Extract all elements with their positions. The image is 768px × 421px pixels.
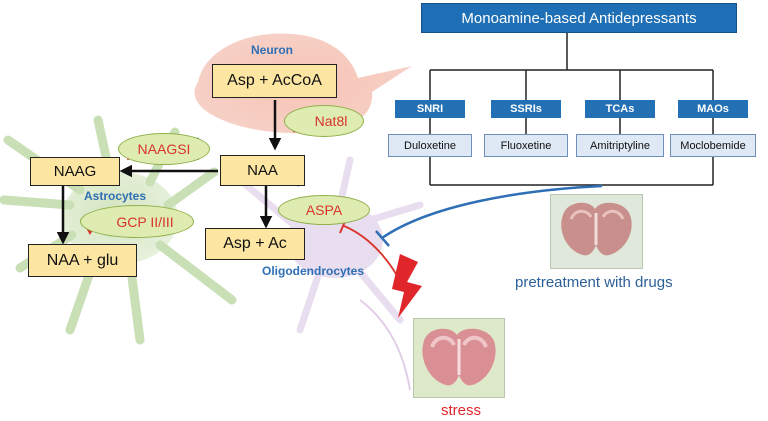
- pretreated-brain-image: [550, 194, 643, 269]
- antidepressants-title: Monoamine-based Antidepressants: [421, 3, 737, 33]
- stress-label: stress: [441, 402, 482, 419]
- gcp-oval: GCP II/III: [80, 205, 194, 238]
- pretreatment-label: pretreatment with drugs: [515, 274, 673, 291]
- naag-box: NAAG: [30, 157, 120, 186]
- asp-acoa-box: Asp + AcCoA: [212, 64, 337, 98]
- naagsi-oval: NAAGSI: [118, 133, 210, 165]
- drug-fluoxetine: Fluoxetine: [484, 134, 568, 157]
- drug-amitriptyline: Amitriptyline: [576, 134, 664, 157]
- astrocytes-label: Astrocytes: [84, 189, 147, 203]
- naa-glu-box: NAA + glu: [28, 244, 137, 277]
- naa-box: NAA: [220, 155, 305, 186]
- drug-moclobemide: Moclobemide: [670, 134, 756, 157]
- naa-label: NAA: [247, 162, 278, 179]
- class-tcas: TCAs: [585, 100, 655, 118]
- neuron-label: Neuron: [251, 43, 293, 57]
- drug-duloxetine: Duloxetine: [388, 134, 472, 157]
- nat8l-oval: Nat8l: [284, 105, 364, 137]
- asp-ac-box: Asp + Ac: [205, 228, 305, 260]
- class-snri: SNRI: [395, 100, 465, 118]
- stressed-brain-image: [413, 318, 505, 398]
- stress-lightning-icon: [392, 254, 422, 318]
- pretreated-brain-drawing: [551, 195, 642, 268]
- class-ssris: SSRIs: [491, 100, 561, 118]
- oligodendrocytes-label: Oligodendrocytes: [262, 264, 365, 278]
- stressed-brain-drawing: [414, 319, 504, 397]
- class-maos: MAOs: [678, 100, 748, 118]
- aspa-oval: ASPA: [278, 195, 370, 225]
- drug-inhibition-line: [381, 184, 603, 240]
